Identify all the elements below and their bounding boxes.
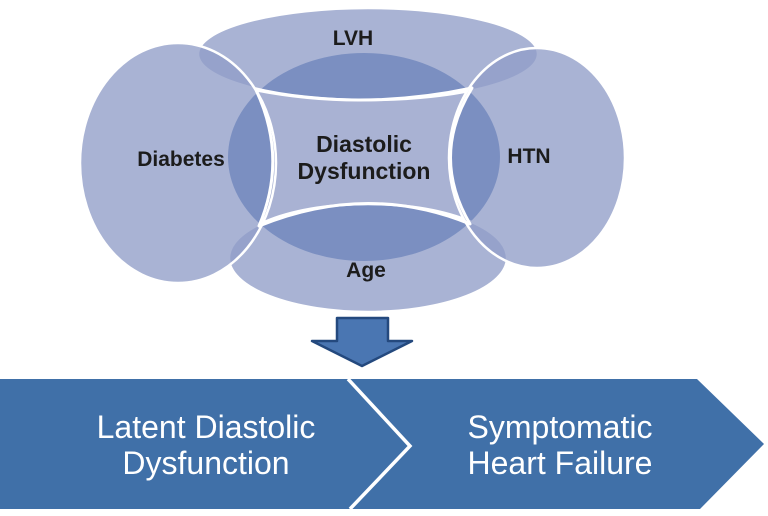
venn-label-htn: HTN [507, 145, 550, 168]
venn-center-label-line1: Diastolic [316, 131, 412, 157]
chevron-separator-icon [346, 377, 413, 511]
venn-center-label-line2: Dysfunction [298, 158, 431, 184]
flow-banner-arrow [0, 379, 764, 509]
venn-label-age: Age [346, 259, 386, 282]
flow-stage2-label-line2: Heart Failure [468, 445, 653, 481]
venn-ellipses-group [78, 6, 627, 314]
flow-stage2-label-line1: Symptomatic [468, 409, 653, 445]
flow-stage1-label-line1: Latent Diastolic [97, 409, 316, 445]
flow-stage1-label-line2: Dysfunction [122, 445, 289, 481]
down-arrow-icon [310, 316, 414, 368]
venn-center-outline [254, 86, 474, 228]
venn-label-diabetes: Diabetes [137, 148, 225, 171]
venn-center-region [256, 88, 472, 226]
venn-ellipse-diabetes [78, 41, 278, 285]
venn-label-lvh: LVH [333, 27, 373, 50]
